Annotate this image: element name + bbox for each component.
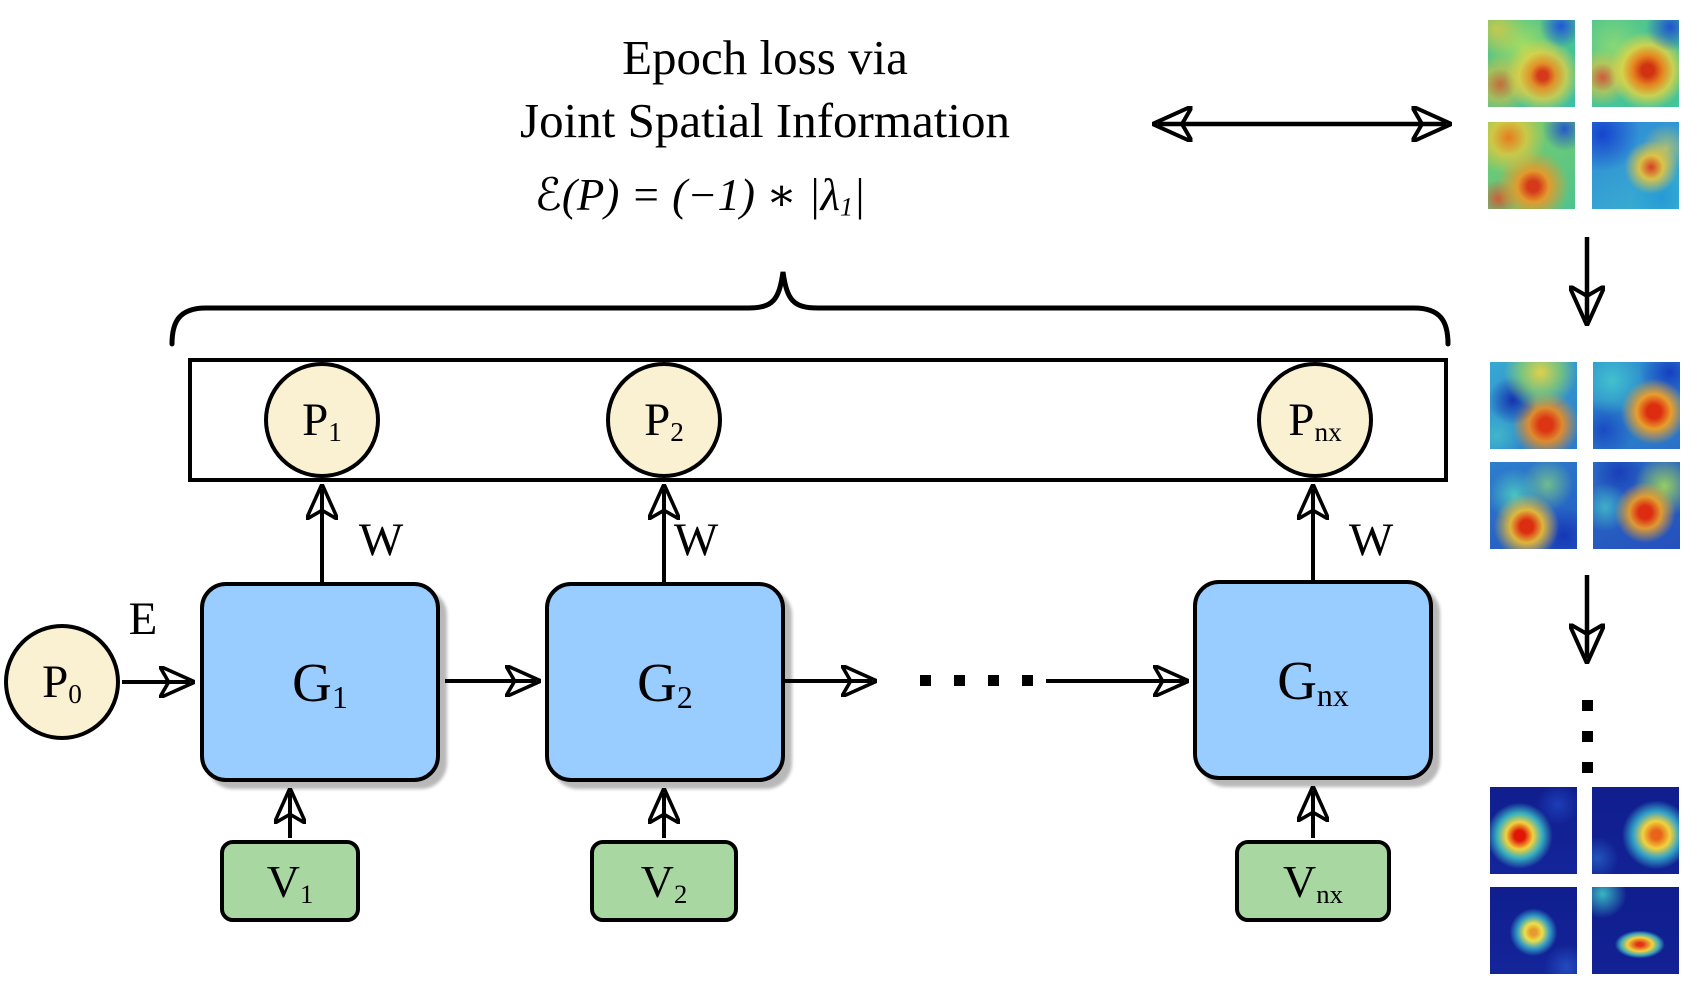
node-label-sub: 1 bbox=[328, 416, 342, 447]
node-label-base: G bbox=[637, 651, 677, 713]
node-p0-label: P0 bbox=[42, 655, 82, 709]
node-vnx: Vnx bbox=[1235, 840, 1391, 922]
node-p2: P2 bbox=[606, 362, 722, 478]
node-v1: V1 bbox=[220, 840, 360, 922]
heatmap-tile-final-1 bbox=[1490, 787, 1577, 874]
vertical-ellipsis-dot bbox=[1582, 731, 1593, 742]
node-label-base: V bbox=[640, 855, 674, 907]
node-label-base: V bbox=[266, 855, 300, 907]
p-sequence-container bbox=[188, 358, 1448, 482]
node-label-sub: 2 bbox=[670, 416, 684, 447]
node-gnx: Gnx bbox=[1193, 580, 1433, 780]
node-label-sub: 2 bbox=[673, 878, 688, 909]
node-label-base: P bbox=[302, 394, 329, 446]
node-label-base: G bbox=[292, 651, 332, 713]
node-g1: G1 bbox=[200, 582, 440, 782]
ellipsis-dot bbox=[988, 675, 999, 686]
node-p2-label: P2 bbox=[644, 393, 684, 447]
node-label-sub: 0 bbox=[68, 678, 82, 709]
node-label-sub: nx bbox=[1316, 878, 1343, 909]
node-vnx-label: Vnx bbox=[1283, 855, 1343, 908]
weight-label-1: W bbox=[358, 514, 404, 566]
node-v1-label: V1 bbox=[267, 855, 314, 908]
weight-label-2: W bbox=[673, 514, 719, 566]
node-label-base: P bbox=[1288, 394, 1315, 446]
formula-body: (P) = (−1) ∗ |λ bbox=[561, 170, 840, 220]
node-p0: P0 bbox=[4, 624, 120, 740]
title-line-1: Epoch loss via bbox=[622, 30, 908, 85]
node-label-sub: 1 bbox=[299, 878, 314, 909]
heatmap-tile-final-4 bbox=[1592, 887, 1679, 974]
node-v2-label: V2 bbox=[641, 855, 688, 908]
heatmap-tile-mid-2 bbox=[1593, 362, 1680, 449]
node-label-sub: nx bbox=[1316, 677, 1349, 713]
heatmap-tile-final-2 bbox=[1592, 787, 1679, 874]
edge-label-e: E bbox=[128, 593, 158, 645]
formula-script-e: ℰ bbox=[534, 168, 562, 221]
heatmap-tile-final-3 bbox=[1490, 887, 1577, 974]
node-pnx: Pnx bbox=[1257, 362, 1373, 478]
node-label-base: V bbox=[1283, 855, 1317, 907]
node-label-sub: 2 bbox=[676, 679, 693, 715]
weight-label-nx: W bbox=[1348, 514, 1394, 566]
node-v2: V2 bbox=[590, 840, 738, 922]
formula-close: | bbox=[853, 170, 866, 220]
vertical-ellipsis-dot bbox=[1582, 700, 1593, 711]
node-label-base: P bbox=[644, 394, 671, 446]
top-curly-brace bbox=[169, 271, 1451, 347]
node-pnx-label: Pnx bbox=[1288, 393, 1341, 447]
node-g2-label: G2 bbox=[637, 651, 693, 714]
loss-formula: ℰ(P) = (−1) ∗ |λ1| bbox=[420, 168, 980, 221]
node-g1-label: G1 bbox=[292, 651, 348, 714]
ellipsis-dot bbox=[920, 675, 931, 686]
heatmap-tile-mid-1 bbox=[1490, 362, 1577, 449]
ellipsis-dot bbox=[1022, 675, 1033, 686]
heatmap-tile-mid-4 bbox=[1593, 462, 1680, 549]
node-label-sub: nx bbox=[1314, 416, 1342, 447]
node-label-sub: 1 bbox=[331, 679, 348, 715]
heatmap-tile-mid-3 bbox=[1490, 462, 1577, 549]
heatmap-tile-early-4 bbox=[1592, 122, 1679, 209]
node-gnx-label: Gnx bbox=[1277, 649, 1349, 712]
title-line-2: Joint Spatial Information bbox=[520, 93, 1010, 148]
node-g2: G2 bbox=[545, 582, 785, 782]
formula-subscript: 1 bbox=[839, 192, 854, 222]
diagram-title: Epoch loss via Joint Spatial Information bbox=[380, 26, 1150, 152]
node-p1: P1 bbox=[264, 362, 380, 478]
vertical-ellipsis-dot bbox=[1582, 762, 1593, 773]
node-label-base: P bbox=[42, 656, 69, 708]
heatmap-tile-early-3 bbox=[1488, 122, 1575, 209]
heatmap-tile-early-2 bbox=[1592, 20, 1679, 107]
node-p1-label: P1 bbox=[302, 393, 342, 447]
ellipsis-dot bbox=[954, 675, 965, 686]
heatmap-tile-early-1 bbox=[1488, 20, 1575, 107]
node-label-base: G bbox=[1277, 649, 1317, 711]
